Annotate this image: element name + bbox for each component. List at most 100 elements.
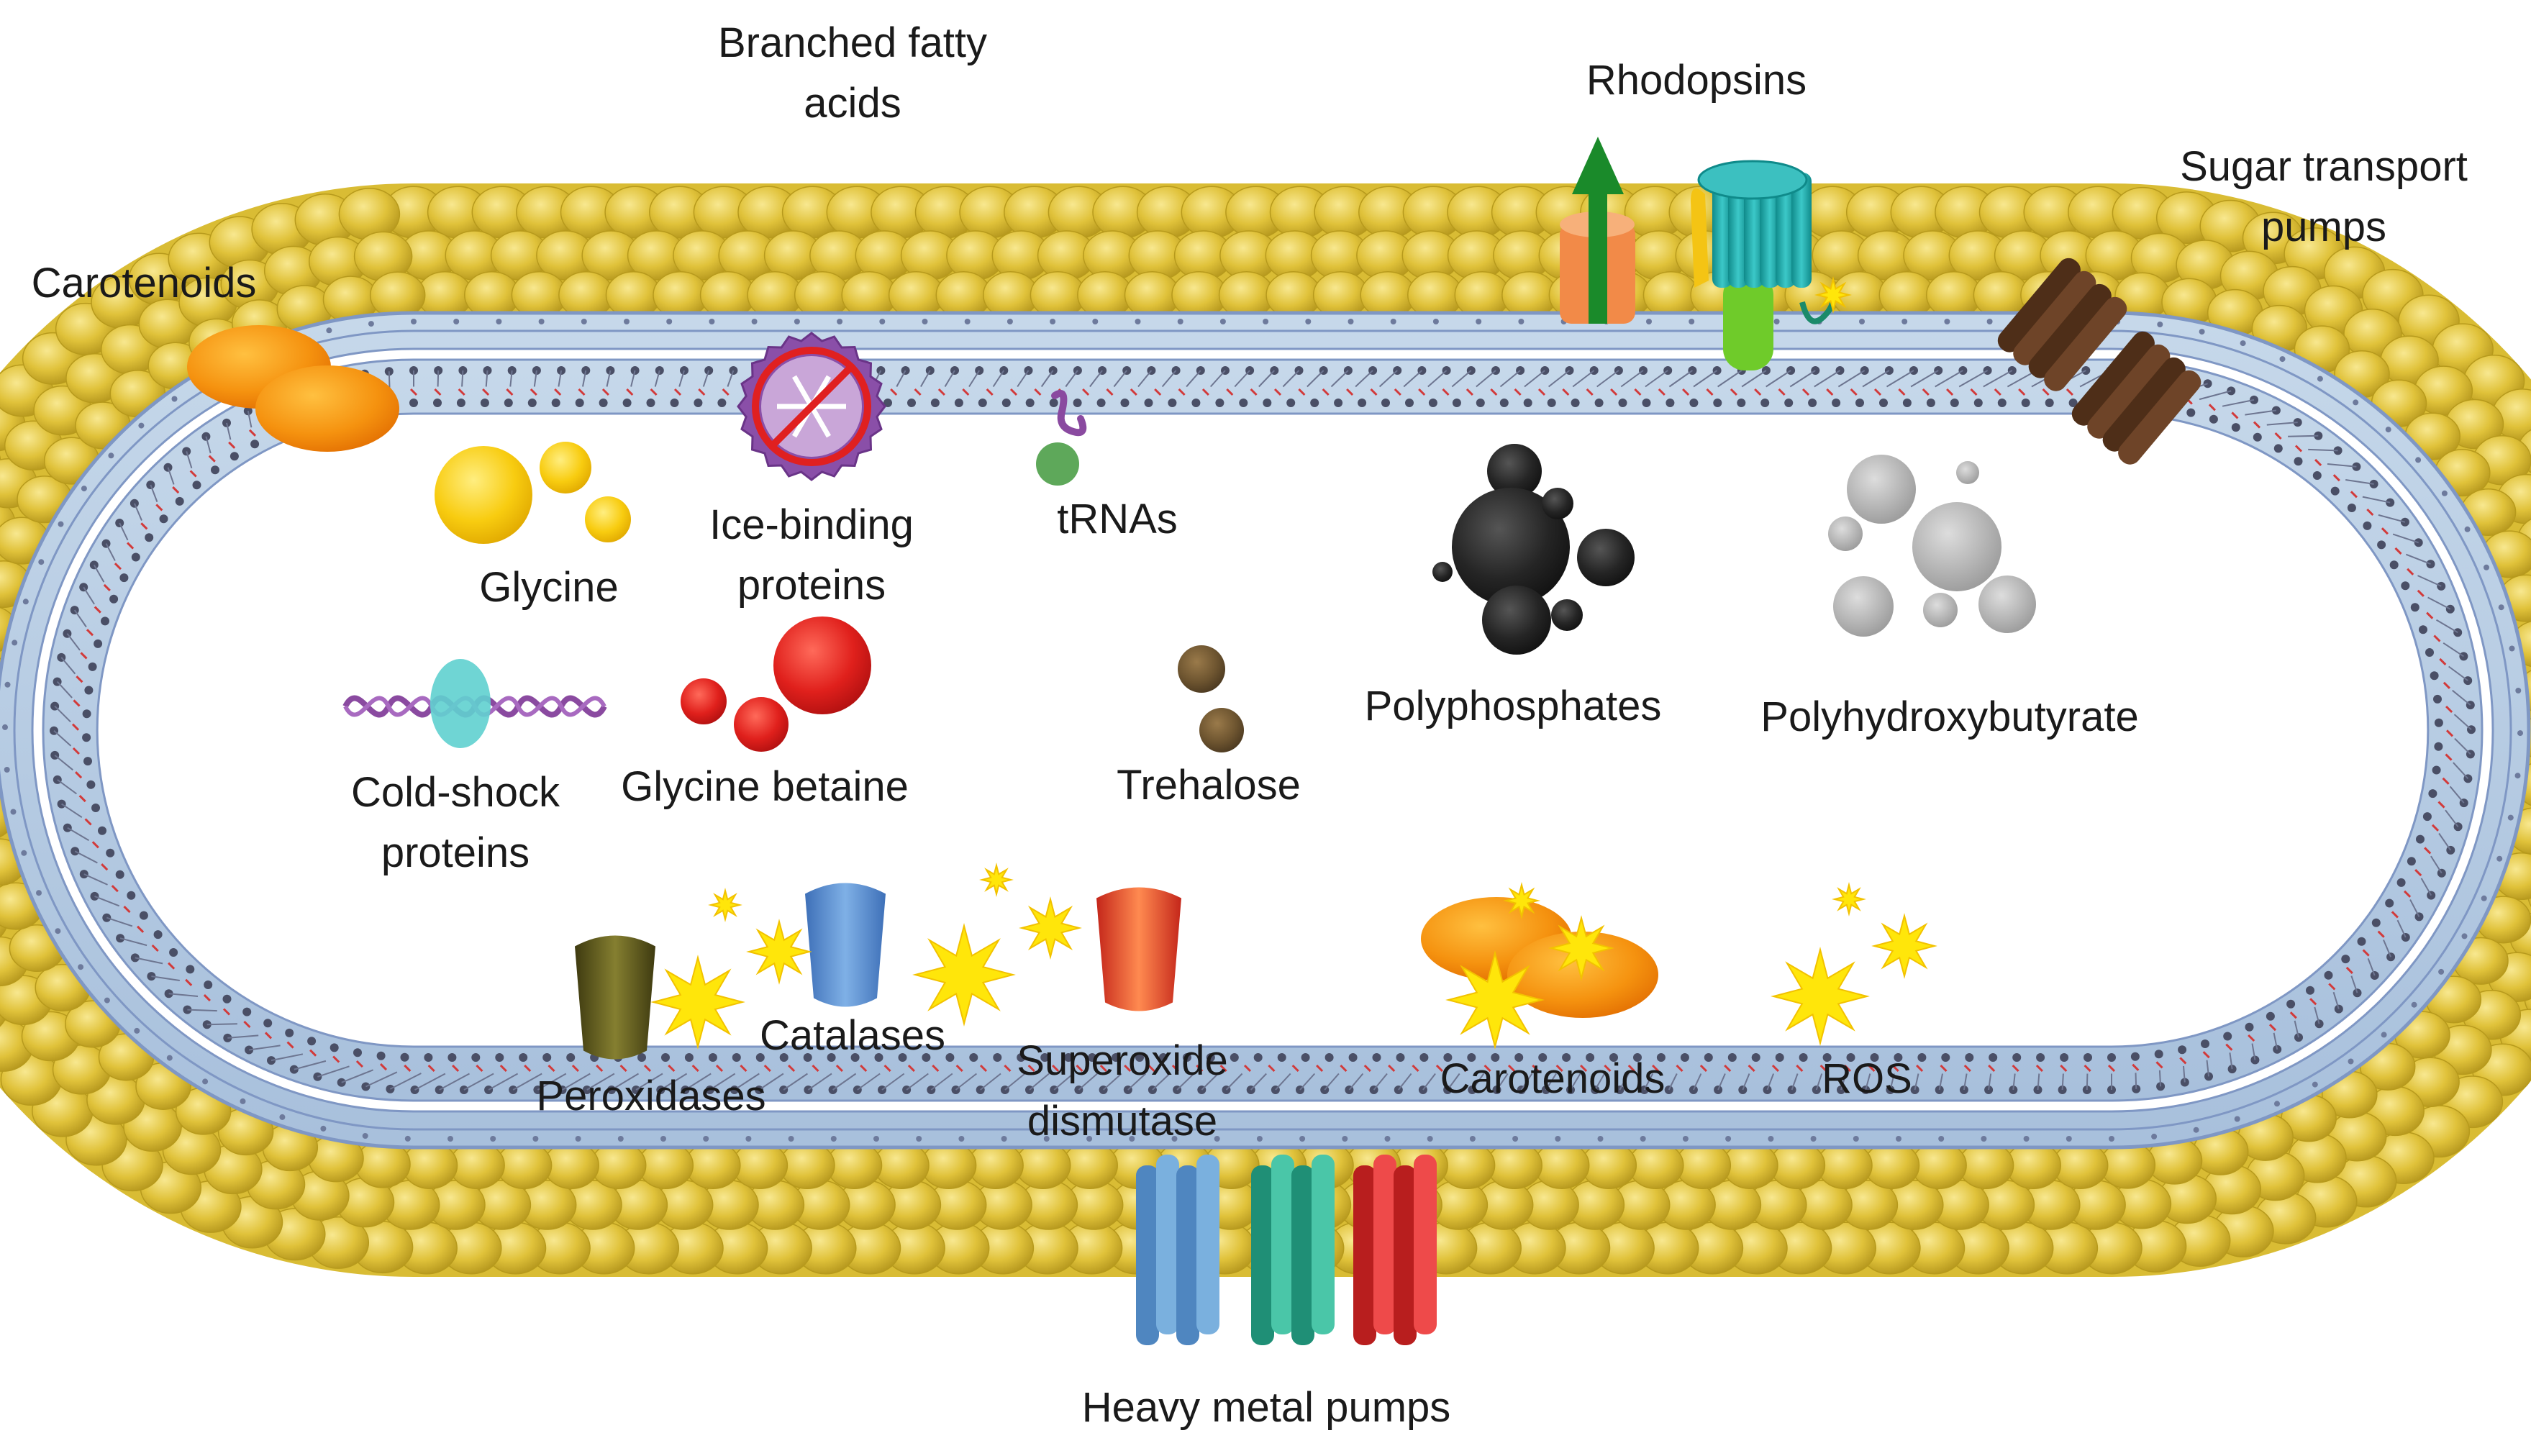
outer-membrane-dot [873, 1136, 879, 1142]
outer-membrane-dot [78, 964, 83, 970]
outer-membrane-dot [81, 486, 87, 491]
lipid-head [2432, 766, 2441, 775]
label-glycine-betaine: Glycine betaine [621, 757, 909, 817]
lipid-head [377, 1052, 386, 1060]
glycine-betaine-sphere [734, 697, 789, 752]
lipid-head [1989, 1053, 1997, 1062]
outer-membrane-dot [794, 319, 800, 324]
outer-membrane-dot [4, 767, 10, 773]
rhodopsin-arrow-head [1572, 137, 1624, 194]
outer-membrane-dot [58, 522, 64, 527]
lipid-head [1396, 1053, 1405, 1062]
outer-membrane-dot [666, 319, 672, 324]
lipid-head [263, 1019, 272, 1027]
cold-shock-protein-body [430, 659, 491, 748]
outer-membrane-dot [2438, 969, 2444, 975]
outer-membrane-dot [447, 1136, 453, 1142]
ros-star [711, 891, 740, 919]
outer-membrane-dot [922, 319, 928, 324]
outer-membrane-dot [2353, 399, 2358, 405]
label-catalases: Catalases [760, 1006, 945, 1066]
lipid-head [2325, 971, 2333, 980]
outer-membrane-dot [490, 1136, 496, 1142]
lipid-head [193, 481, 201, 489]
polyphosphate-granule [1482, 586, 1551, 655]
lipid-head [1373, 1053, 1381, 1062]
lipid-head [2223, 1032, 2232, 1041]
polyphosphate-granule [1542, 488, 1573, 519]
outer-membrane-dot [965, 319, 971, 324]
lipid-head [2306, 986, 2314, 995]
lipid-head [2266, 1012, 2275, 1021]
lipid-head [1524, 399, 1532, 407]
lipid-head [94, 640, 102, 648]
outer-membrane-dot [1135, 319, 1141, 324]
outer-membrane-dot [363, 1133, 368, 1139]
outer-membrane-dot [368, 321, 374, 327]
outer-membrane-dot [1896, 1136, 1901, 1142]
lipid-head [955, 399, 963, 407]
lipid-head [2022, 399, 2030, 407]
lipid-head [1358, 399, 1366, 407]
lipid-head [186, 965, 194, 973]
lipid-head [2348, 504, 2356, 512]
lipid-tail [389, 371, 390, 388]
outer-membrane-dot [1981, 1136, 1986, 1142]
lipid-head [1752, 1053, 1760, 1062]
outer-membrane-dot [2515, 773, 2521, 778]
lipid-head [83, 709, 91, 718]
lipid-head [945, 1053, 954, 1062]
lipid-head [2107, 1053, 2116, 1062]
outer-membrane-dot [1689, 319, 1694, 324]
lipid-head [2419, 625, 2427, 634]
outer-membrane-dot [2157, 322, 2163, 327]
ros-star [1022, 899, 1079, 957]
lipid-head [931, 399, 940, 407]
lipid-head [552, 399, 560, 407]
outer-membrane-dot [496, 319, 501, 324]
lipid-head [978, 399, 987, 407]
outer-membrane-dot [2066, 1136, 2072, 1142]
lipid-head [2411, 603, 2419, 611]
lipid-head [1349, 1053, 1358, 1062]
rhodopsin-barrel-top [1699, 161, 1807, 199]
outer-membrane-dot [21, 850, 27, 856]
outer-membrane-dot [326, 327, 332, 333]
lipid-head [88, 663, 97, 671]
ros-star [653, 957, 742, 1047]
outer-membrane-dot [2517, 730, 2523, 736]
lipid-head [1429, 399, 1437, 407]
lipid-head [993, 1053, 1001, 1062]
lipid-head [1239, 399, 1248, 407]
label-trehalose: Trehalose [1117, 755, 1301, 816]
phb-granule [1956, 461, 1979, 484]
lipid-head [1548, 399, 1556, 407]
lipid-head [176, 497, 184, 506]
outer-membrane-dot [1342, 1136, 1348, 1142]
outer-membrane-dot [2462, 933, 2468, 939]
outer-membrane-dot [660, 1136, 666, 1142]
lipid-head [2358, 937, 2366, 946]
lipid-head [109, 595, 118, 604]
superoxide-dismutase-protein [1096, 888, 1181, 1011]
lipid-head [2397, 878, 2406, 887]
outer-membrane-dot [1944, 319, 1950, 324]
lipid-head [127, 891, 135, 900]
lipid-head [2331, 487, 2340, 496]
outer-membrane-dot [2481, 896, 2487, 901]
lipid-head [1941, 1053, 1950, 1062]
phb-granule [1912, 502, 2001, 591]
outer-membrane-dot [2442, 491, 2448, 496]
lipid-head [1642, 399, 1651, 407]
ros-star [982, 865, 1011, 894]
outer-membrane-dot [2199, 329, 2205, 335]
outer-membrane-dot [1901, 319, 1907, 324]
label-ros: ROS [1822, 1049, 1912, 1109]
outer-membrane-dot [134, 1028, 140, 1034]
outer-membrane-dot [745, 1136, 751, 1142]
lipid-head [83, 757, 92, 765]
lipid-head [2377, 540, 2386, 549]
lipid-head [2434, 742, 2443, 751]
label-peroxidases: Peroxidases [536, 1066, 765, 1127]
